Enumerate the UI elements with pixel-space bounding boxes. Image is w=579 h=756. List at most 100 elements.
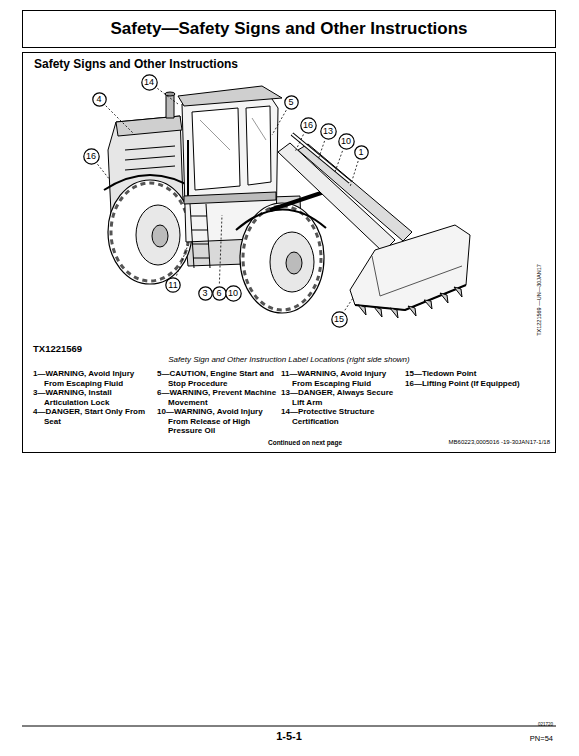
title-band: Safety—Safety Signs and Other Instructio… <box>22 10 556 48</box>
page-number: 1-5-1 <box>276 730 302 742</box>
callout-number: 3 <box>198 286 213 301</box>
illustration-part <box>350 225 470 310</box>
callout-ring <box>300 117 315 132</box>
callout-ring <box>225 285 240 300</box>
callout-number: 10 <box>338 133 355 150</box>
key-column: 5—CAUTION, Engine Start and Stop Procedu… <box>157 369 277 436</box>
section-heading: Safety Signs and Other Instructions <box>23 53 555 71</box>
illustration-part <box>270 232 314 292</box>
leader-lines <box>98 88 359 310</box>
illustration-part <box>200 118 266 150</box>
key-item: 10—WARNING, Avoid Injury From Release of… <box>157 407 277 436</box>
callout-circle: 16 <box>300 117 317 134</box>
leader-line <box>350 161 358 187</box>
callout-number: 14 <box>141 74 158 91</box>
callout-circle: 5 <box>284 95 299 110</box>
illustration-part <box>298 144 412 241</box>
callout-ring <box>331 311 346 326</box>
leader-line <box>157 88 178 104</box>
leader-line <box>345 298 353 310</box>
wheel-loader <box>104 86 470 318</box>
continued-note: Continued on next page <box>268 439 342 446</box>
illustration-part <box>246 106 271 185</box>
callout-circle: 16 <box>83 148 100 165</box>
illustration-part <box>111 183 189 281</box>
callout-number: 6 <box>212 286 227 301</box>
callout-circle: 3 <box>198 286 213 301</box>
callout-number: 4 <box>92 92 107 107</box>
figure-code: TX1221569 —UN—30JAN17 <box>536 264 542 336</box>
leader-line <box>177 245 188 276</box>
illustration-part <box>192 108 240 190</box>
callout-circle: 10 <box>338 133 355 150</box>
leader-line <box>219 215 222 284</box>
illustration-part <box>108 180 192 284</box>
illustration-part <box>166 94 174 118</box>
illustration-part <box>187 140 189 196</box>
callout-ring <box>284 95 297 108</box>
callout-number: 10 <box>225 285 242 302</box>
leader-line <box>318 141 325 160</box>
document-code: MB60223,0005016 -19-30JAN17-1/18 <box>449 439 550 445</box>
key-item: 11—WARNING, Avoid Injury From Escaping F… <box>281 369 401 388</box>
illustration-part <box>125 146 175 170</box>
callout-ring <box>198 286 211 299</box>
callout-ring <box>166 278 180 292</box>
leader-line <box>98 164 110 180</box>
illustration-part <box>178 86 282 106</box>
illustration-part <box>190 204 210 268</box>
callout-number: 13 <box>320 123 337 140</box>
illustration-part <box>136 205 180 265</box>
callout-ring <box>320 123 335 138</box>
callout-number: 5 <box>284 95 299 110</box>
illustration-part <box>165 92 175 96</box>
callout-circle: 1 <box>354 145 369 160</box>
callout-circle: 13 <box>320 123 337 140</box>
leader-line <box>335 151 342 172</box>
key-column: 15—Tiedown Point16—Lifting Point (If Equ… <box>405 369 525 388</box>
key-item: 16—Lifting Point (If Equipped) <box>405 379 525 389</box>
callout-number: 15 <box>331 311 348 328</box>
callout-ring <box>83 148 98 163</box>
callout-ring <box>212 286 225 299</box>
key-column: 1—WARNING, Avoid Injury From Escaping Fl… <box>33 369 153 426</box>
callout-number: 16 <box>300 117 317 134</box>
callout-number: 16 <box>83 148 100 165</box>
key-item: 5—CAUTION, Engine Start and Stop Procedu… <box>157 369 277 388</box>
callout-circle: 4 <box>92 92 107 107</box>
figure-caption: Safety Sign and Other Instruction Label … <box>168 355 409 364</box>
page-title: Safety—Safety Signs and Other Instructio… <box>110 19 467 39</box>
callout-circle: 11 <box>165 277 181 293</box>
illustration-part <box>152 225 168 247</box>
illustration-part <box>236 209 326 230</box>
key-item: 4—DANGER, Start Only From Seat <box>33 407 153 426</box>
callout-ring <box>141 74 156 89</box>
key-item: 13—DANGER, Always Secure Lift Arm <box>281 388 401 407</box>
leader-line <box>272 110 286 135</box>
illustration-part <box>278 143 395 252</box>
illustration-part <box>184 192 276 204</box>
page-index: PN=54 <box>530 734 553 743</box>
illustration-part <box>358 287 462 318</box>
illustration-part <box>104 175 196 190</box>
illustration-part <box>243 206 321 310</box>
callout-circle: 6 <box>212 286 227 301</box>
callout-ring <box>338 133 353 148</box>
key-item: 15—Tiedown Point <box>405 369 525 379</box>
footer-rule <box>22 726 556 727</box>
date-code: 021720 <box>538 722 553 727</box>
illustration-part <box>286 252 302 274</box>
illustration-part <box>240 203 324 313</box>
leader-line <box>295 134 303 152</box>
callout-circle: 10 <box>225 285 242 302</box>
callout-ring <box>354 145 367 158</box>
callout-number: 1 <box>354 145 369 160</box>
callout-circle: 15 <box>331 311 348 328</box>
illustration-part <box>372 256 462 296</box>
key-item: 1—WARNING, Avoid Injury From Escaping Fl… <box>33 369 153 388</box>
key-item: 14—Protective Structure Certification <box>281 407 401 426</box>
leader-line <box>106 106 135 135</box>
callout-ring <box>92 92 105 105</box>
figure-number: TX1221569 <box>33 343 82 354</box>
key-item: 6—WARNING, Prevent Machine Movement <box>157 388 277 407</box>
